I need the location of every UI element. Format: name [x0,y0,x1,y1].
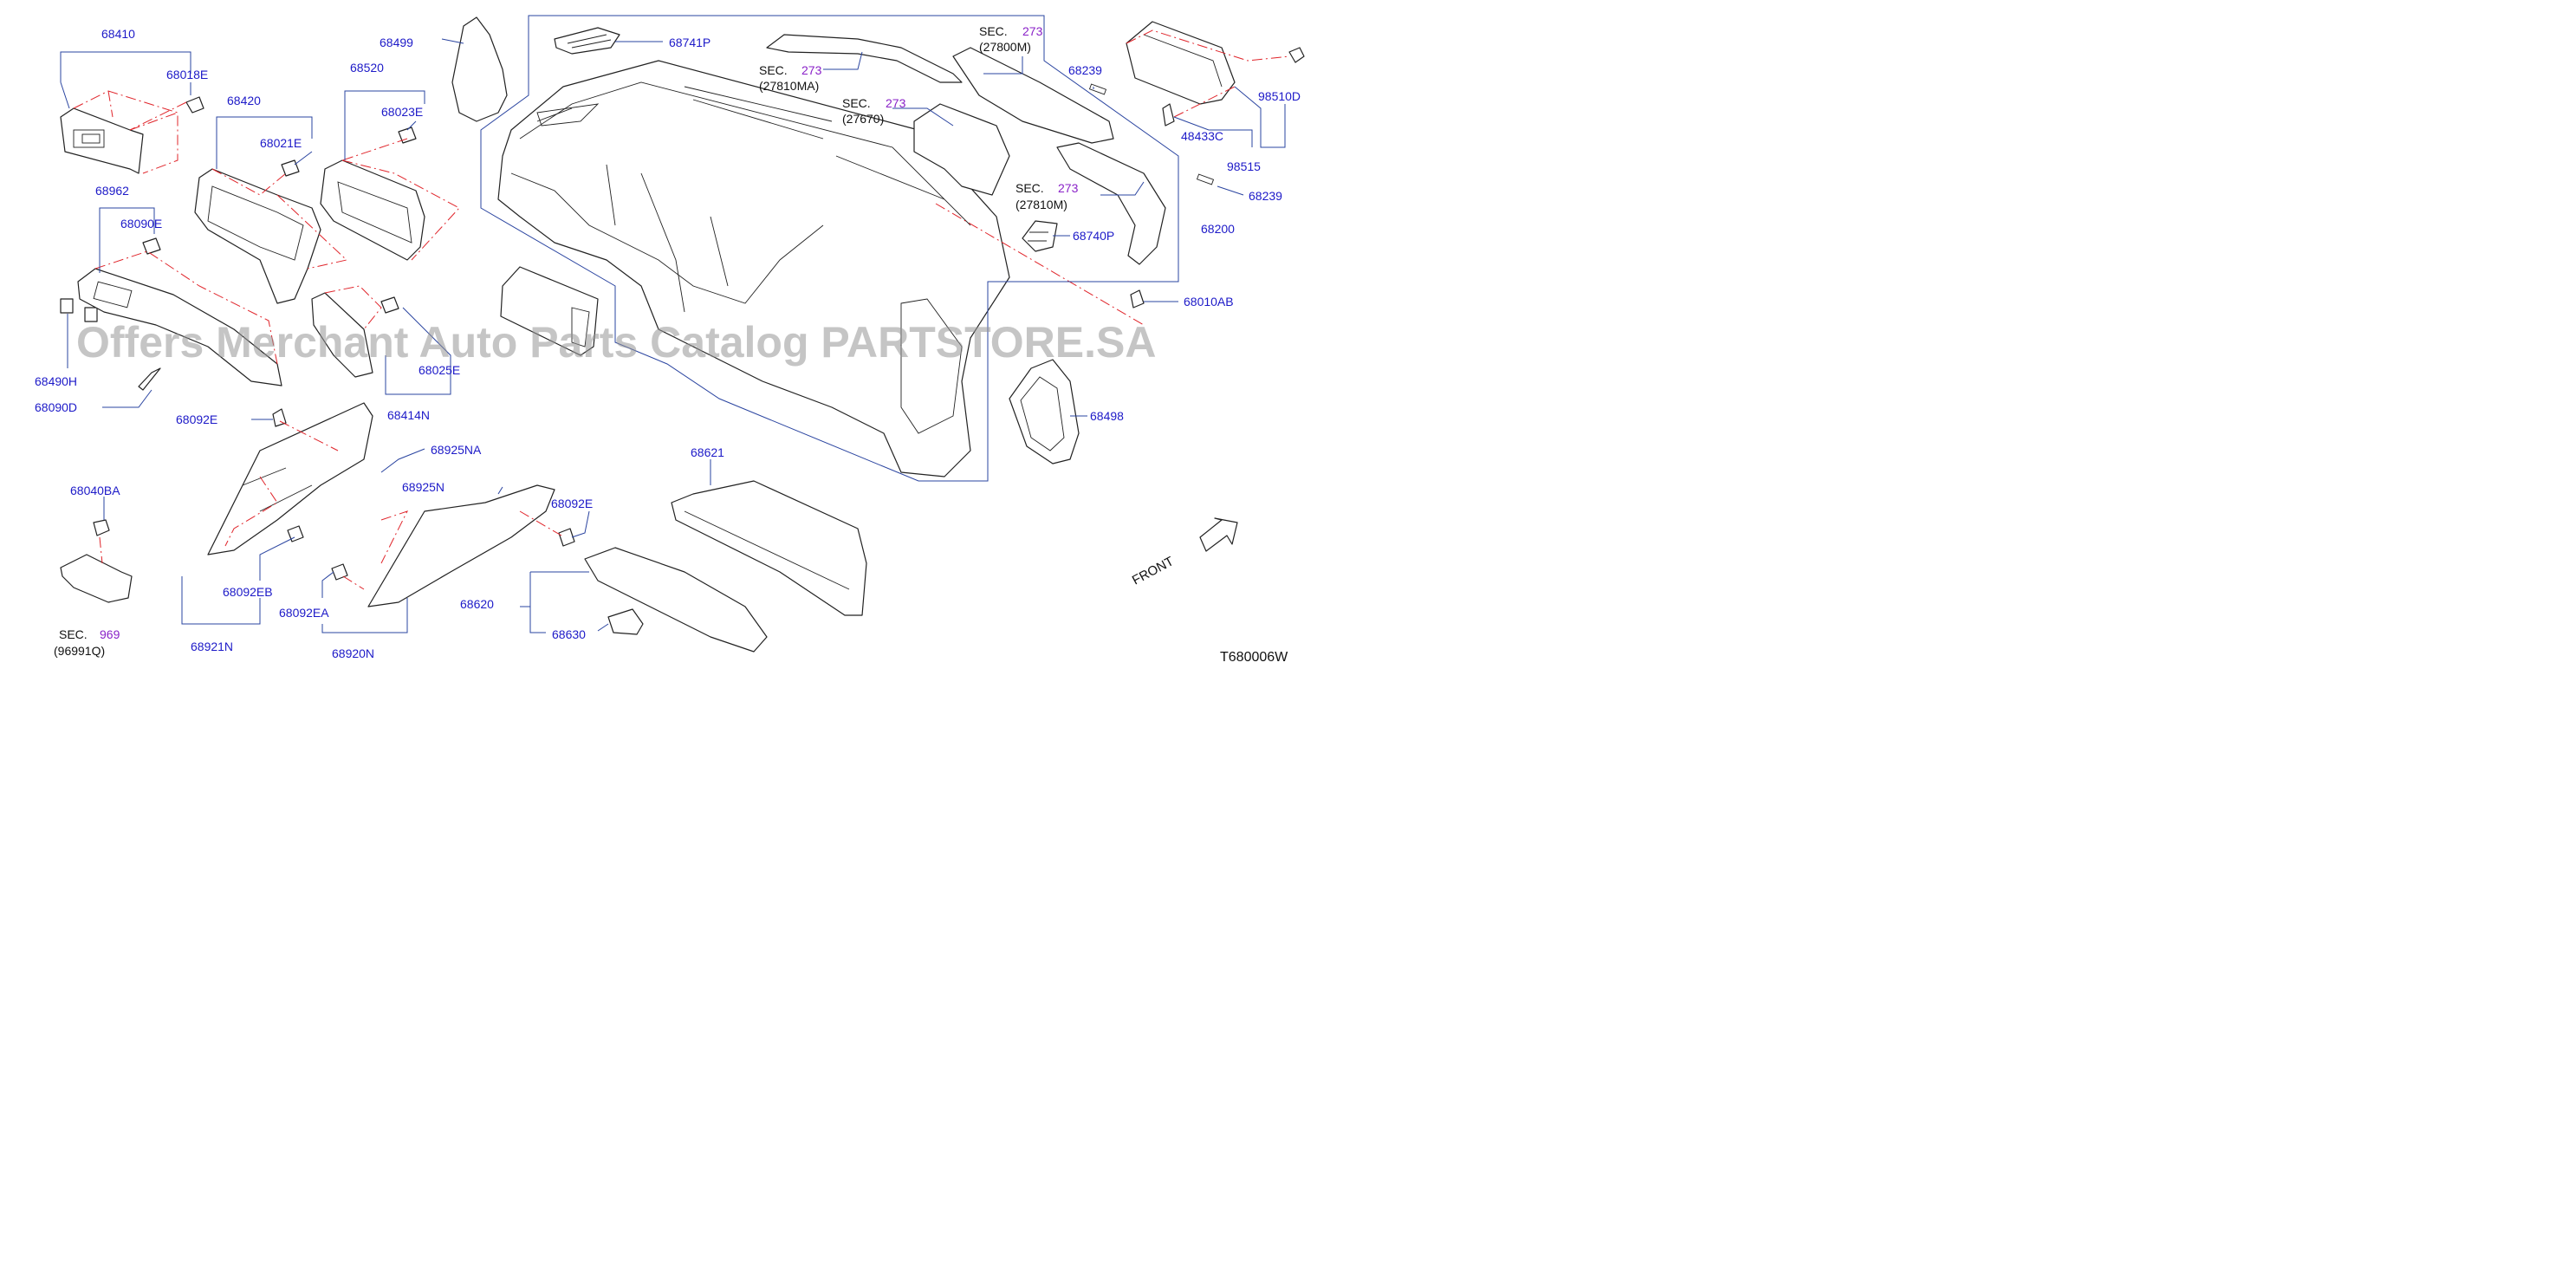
svg-text:(27800M): (27800M) [979,40,1031,54]
section-ref-27800M[interactable]: SEC. 273 (27800M) [979,24,1043,54]
label-68499[interactable]: 68499 [380,36,413,49]
label-48433C[interactable]: 48433C [1181,129,1223,143]
cluster-bezel-drawing [194,168,321,304]
svg-text:SEC.: SEC. [979,24,1008,38]
label-68925N[interactable]: 68925N [402,480,444,494]
label-68018E[interactable]: 68018E [166,68,208,81]
label-98510D[interactable]: 98510D [1258,89,1301,103]
svg-text:(27670): (27670) [842,112,884,126]
label-68023E[interactable]: 68023E [381,105,423,119]
svg-text:(27810M): (27810M) [1015,198,1067,211]
center-bezel-drawing [320,159,425,261]
svg-text:(96991Q): (96991Q) [54,644,105,658]
assembly-dash-lines [73,29,1290,590]
label-68414N[interactable]: 68414N [387,408,430,422]
airbag-module-drawing [1126,21,1236,105]
label-68741P[interactable]: 68741P [669,36,711,49]
label-68498[interactable]: 68498 [1090,409,1124,423]
vent-grille-drawing [554,27,620,55]
label-68090E[interactable]: 68090E [120,217,162,231]
cluster-lid-drawing [60,107,144,174]
svg-text:SEC.: SEC. [842,96,871,110]
label-68621[interactable]: 68621 [691,445,724,459]
label-68239-lower[interactable]: 68239 [1249,189,1282,203]
side-lower-cover-drawing [367,484,555,607]
pocket-drawing [500,266,599,356]
leader-lines [60,15,1286,633]
glove-box-drawing [671,480,867,616]
label-68620[interactable]: 68620 [460,597,494,611]
label-68921N[interactable]: 68921N [191,640,233,653]
label-68010AB[interactable]: 68010AB [1184,295,1234,309]
glove-box-lid-drawing [584,547,768,653]
pad-drawing-upper [1088,83,1107,95]
label-68021E[interactable]: 68021E [260,136,302,150]
section-ref-96991Q[interactable]: SEC. 969 (96991Q) [54,627,120,658]
svg-text:SEC.: SEC. [1015,181,1044,195]
label-68239-upper[interactable]: 68239 [1068,63,1102,77]
glove-box-handle-drawing [607,608,644,635]
label-68090D[interactable]: 68090D [35,400,77,414]
label-68410[interactable]: 68410 [101,27,135,41]
svg-text:SEC.: SEC. [59,627,88,641]
diagram-code: T680006W [1220,650,1288,665]
svg-text:273: 273 [801,63,822,77]
label-68740P[interactable]: 68740P [1073,229,1114,243]
label-68920N[interactable]: 68920N [332,646,374,660]
label-68025E[interactable]: 68025E [419,363,460,377]
front-arrow-icon [1199,517,1238,552]
section-ref-27670[interactable]: SEC. 273 (27670) [842,96,906,126]
label-68520[interactable]: 68520 [350,61,384,75]
label-68962[interactable]: 68962 [95,184,129,198]
label-68420[interactable]: 68420 [227,94,261,107]
center-lower-drawing [311,292,373,378]
front-label: FRONT [1130,554,1177,588]
section-ref-27810MA[interactable]: SEC. 273 (27810MA) [759,63,822,93]
section-ref-27810M[interactable]: SEC. 273 (27810M) [1015,181,1079,211]
pad-drawing-lower [1196,173,1215,185]
label-68630[interactable]: 68630 [552,627,586,641]
knee-cover-drawing [207,402,373,555]
label-68200[interactable]: 68200 [1201,222,1235,236]
svg-text:SEC.: SEC. [759,63,788,77]
svg-text:273: 273 [1058,181,1079,195]
label-68040BA[interactable]: 68040BA [70,484,120,497]
label-68490H[interactable]: 68490H [35,374,77,388]
side-trim-drawing [1009,359,1080,464]
bracket-drawing [60,519,133,603]
label-68092EA[interactable]: 68092EA [279,606,329,620]
label-68925NA[interactable]: 68925NA [431,443,482,457]
fastener-drawings [60,47,1305,581]
label-98515[interactable]: 98515 [1227,159,1261,173]
side-finisher-drawing [451,16,508,122]
section-references: SEC. 273 (27810MA) SEC. 273 (27800M) SEC… [54,24,1079,658]
side-vent-drawing [1022,220,1058,252]
label-68092EB[interactable]: 68092EB [223,585,273,599]
svg-text:(27810MA): (27810MA) [759,79,819,93]
parts-diagram: 68410 68018E 68420 68021E 68499 68520 68… [35,15,1305,665]
label-68092E-upper[interactable]: 68092E [176,412,217,426]
svg-text:969: 969 [100,627,120,641]
part-number-labels: 68410 68018E 68420 68021E 68499 68520 68… [35,27,1301,660]
lower-cover-drawing [77,268,282,386]
instrument-panel-drawing [497,60,1010,477]
svg-text:273: 273 [886,96,906,110]
svg-text:273: 273 [1022,24,1043,38]
label-68092E-lower[interactable]: 68092E [551,497,593,510]
duct-drawings [766,34,1166,265]
